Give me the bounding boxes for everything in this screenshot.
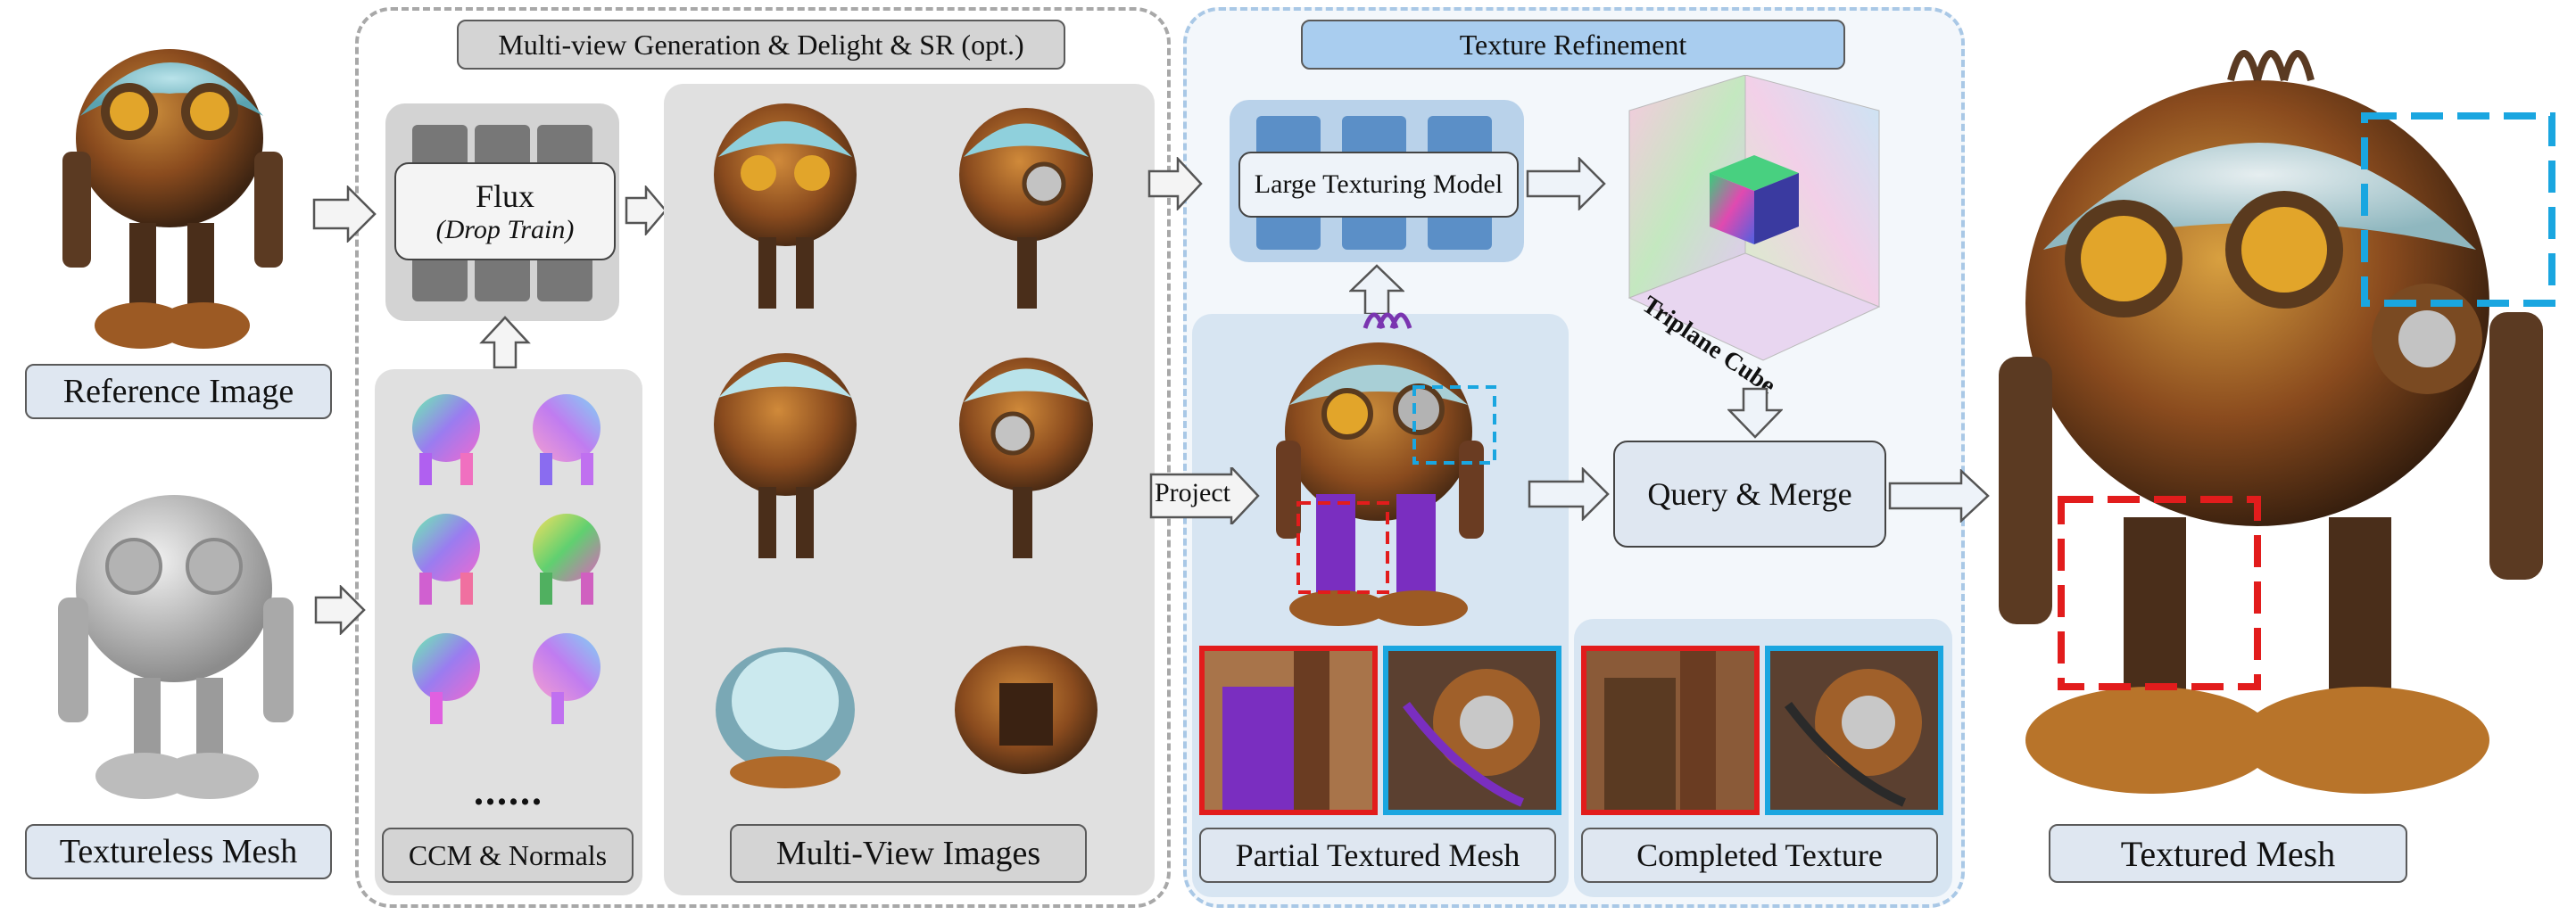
ccm-ellipsis: ......: [474, 770, 543, 813]
textureless-mesh-label: Textureless Mesh: [25, 824, 332, 879]
partial-textured-mesh-label: Partial Textured Mesh: [1199, 828, 1556, 883]
arrow-partial-to-ltm: [1349, 264, 1404, 316]
arrow-multiview-to-ltm: [1147, 157, 1203, 210]
flux-title: Flux: [475, 178, 535, 214]
arrow-query-to-final: [1888, 469, 1990, 523]
stage1-header: Multi-view Generation & Delight & SR (op…: [457, 20, 1065, 70]
completed-texture-label: Completed Texture: [1581, 828, 1938, 883]
arrow-triplane-to-query: [1727, 387, 1783, 439]
stage2-header: Texture Refinement: [1301, 20, 1845, 70]
stage1-frame: [355, 7, 1171, 908]
arrow-ccm-to-flux: [479, 316, 531, 369]
reference-image-label: Reference Image: [25, 364, 332, 419]
arrow-ltm-to-triplane: [1526, 157, 1606, 210]
reference-robot-image: [36, 18, 321, 357]
textureless-mesh-image: [27, 464, 330, 803]
partial-zoom-cyan: [1383, 646, 1561, 815]
textured-mesh-label: Textured Mesh: [2049, 824, 2407, 883]
ltm-box: Large Texturing Model: [1238, 152, 1519, 218]
arrow-ref-to-flux: [312, 185, 377, 243]
partial-zoom-red: [1199, 646, 1378, 815]
ccm-normal-renders: [384, 373, 634, 747]
triplane-cube-icon: [1611, 75, 1897, 369]
arrow-mesh-to-ccm: [314, 585, 366, 635]
completed-zoom-red: [1581, 646, 1760, 815]
arrow-flux-to-multiview: [625, 185, 667, 235]
partial-textured-robot: [1231, 307, 1535, 637]
multiview-images-label: Multi-View Images: [730, 824, 1087, 883]
flux-box: Flux (Drop Train): [394, 162, 616, 260]
flux-subtitle: (Drop Train): [435, 215, 575, 244]
final-textured-robot: [1990, 18, 2561, 803]
project-label: Project: [1155, 478, 1230, 507]
multiview-robot-renders: [669, 95, 1151, 808]
completed-zoom-cyan: [1765, 646, 1943, 815]
ccm-normals-label: CCM & Normals: [382, 828, 634, 883]
arrow-partial-to-query: [1528, 467, 1610, 521]
project-arrow: [1149, 467, 1260, 524]
query-merge-box: Query & Merge: [1613, 441, 1886, 548]
